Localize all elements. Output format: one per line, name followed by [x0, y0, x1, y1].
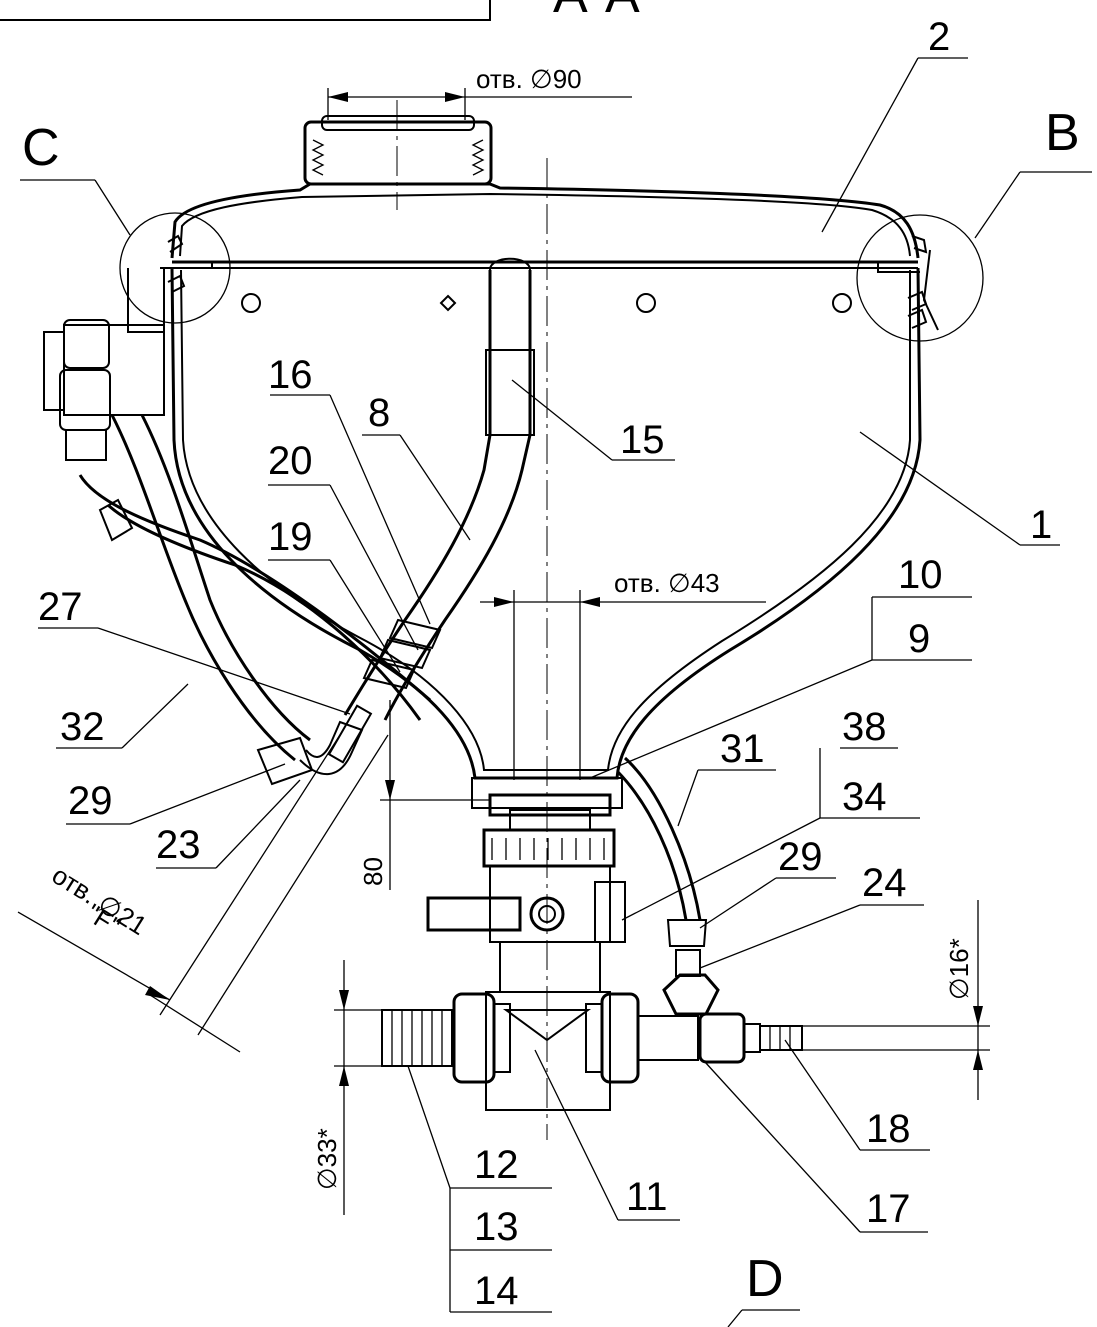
outlet-valve [426, 777, 626, 1111]
detail-circle-c [119, 212, 231, 324]
callout-18: 18 [866, 1107, 911, 1151]
dim-dia-16-label: ∅16* [944, 938, 974, 1000]
callout-31: 31 [720, 727, 765, 771]
callout-27: 27 [38, 585, 83, 629]
dim-outlet-hole-label: отв. ∅43 [614, 568, 720, 598]
title-frame [0, 0, 491, 21]
filler-neck [303, 115, 493, 186]
dim-side-hole [17, 734, 389, 1053]
callout-1: 1 [1030, 503, 1052, 547]
callout-20: 20 [268, 439, 313, 483]
callout-19: 19 [268, 515, 313, 559]
callout-9: 9 [908, 617, 930, 661]
view-label-b: B [1045, 104, 1080, 162]
lid [170, 182, 920, 269]
callout-12: 12 [474, 1143, 519, 1187]
callout-23: 23 [156, 823, 201, 867]
vent-hole [241, 293, 261, 313]
leader-lines [38, 57, 1060, 1313]
dim-dia-33-label: ∅33* [312, 1128, 342, 1190]
callout-29-left: 29 [68, 779, 113, 823]
vent-hole [636, 293, 656, 313]
dim-height-80 [380, 700, 490, 890]
view-label-c: C [22, 119, 60, 177]
callout-32: 32 [60, 705, 105, 749]
callout-8: 8 [368, 391, 390, 435]
callout-34: 34 [842, 775, 887, 819]
callout-38: 38 [842, 705, 887, 749]
view-label-d: D [746, 1250, 784, 1308]
callout-2: 2 [928, 15, 950, 59]
callout-17: 17 [866, 1187, 911, 1231]
internal-pipe [343, 257, 535, 721]
callout-24: 24 [862, 861, 907, 905]
side-valve [43, 268, 431, 786]
dim-top-hole-label: отв. ∅90 [476, 64, 582, 94]
callout-labels: 2 16 8 15 20 1 19 10 9 27 32 38 31 34 29… [38, 15, 1052, 1313]
dim-height-80-label: 80 [358, 857, 388, 886]
dim-dia-16 [800, 900, 990, 1100]
callout-11: 11 [626, 1175, 668, 1219]
vent-diamond [439, 294, 457, 312]
latch-left [160, 234, 213, 293]
callout-13: 13 [474, 1205, 519, 1249]
latch-right [877, 235, 939, 331]
section-title: А-А [553, 0, 640, 24]
detail-circle-b [856, 214, 984, 342]
callout-14: 14 [474, 1269, 519, 1313]
callout-15: 15 [620, 418, 665, 462]
callout-10: 10 [898, 553, 943, 597]
horizontal-pipe [381, 756, 803, 1084]
vent-hole [832, 293, 852, 313]
dim-top-hole [327, 88, 632, 120]
dim-dia-33 [334, 960, 400, 1215]
callout-16: 16 [268, 353, 313, 397]
callout-29-right: 29 [778, 835, 823, 879]
dim-outlet-hole [480, 590, 766, 780]
